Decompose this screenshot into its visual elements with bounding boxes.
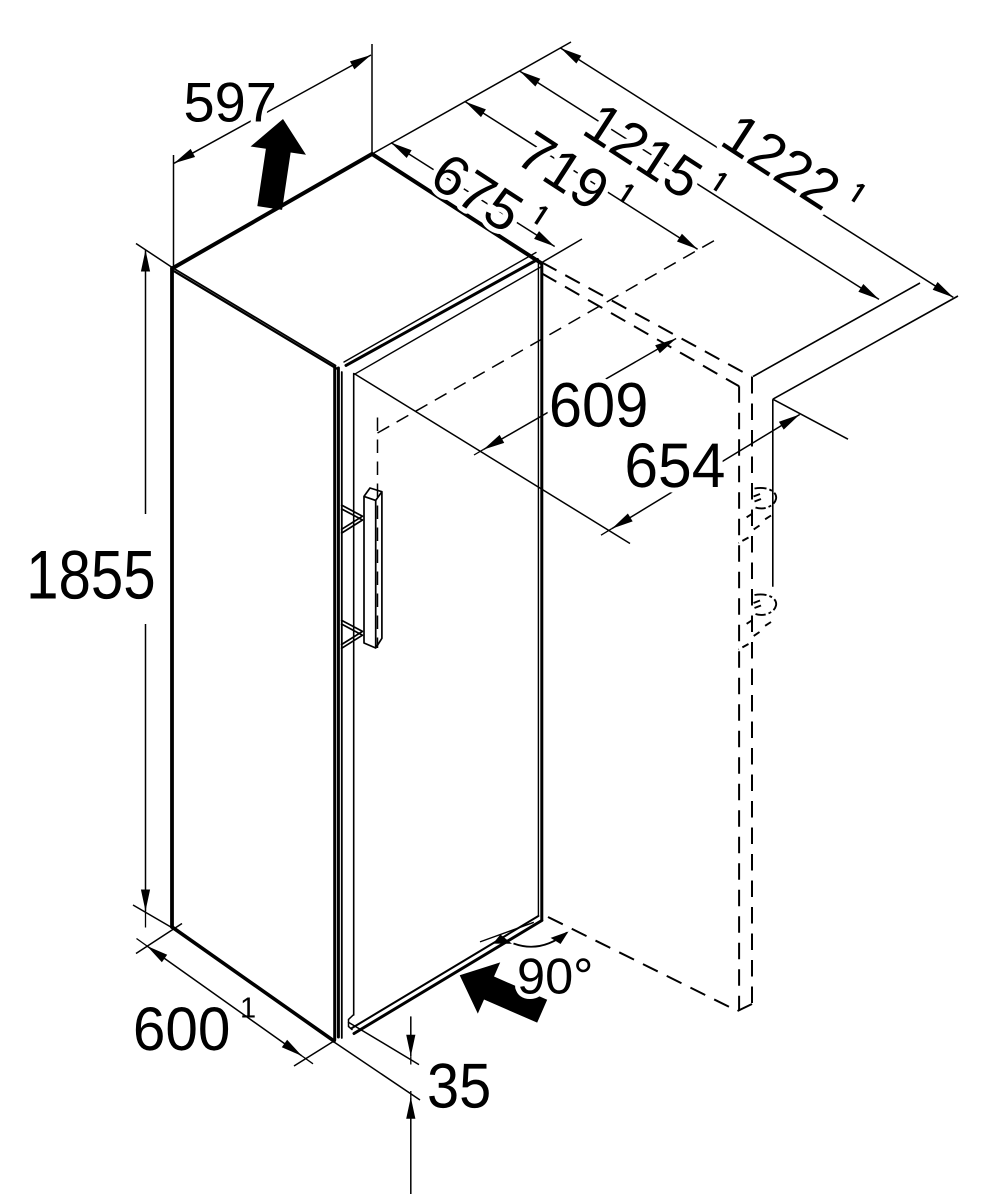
svg-text:1: 1 — [240, 993, 256, 1025]
svg-text:597: 597 — [184, 71, 277, 134]
svg-text:35: 35 — [427, 1052, 491, 1122]
svg-text:654: 654 — [624, 431, 725, 501]
svg-text:1855: 1855 — [26, 537, 156, 614]
svg-text:90°: 90° — [517, 947, 593, 1004]
svg-text:600: 600 — [133, 995, 231, 1064]
svg-text:1222: 1222 — [711, 101, 851, 222]
svg-text:609: 609 — [549, 371, 649, 441]
